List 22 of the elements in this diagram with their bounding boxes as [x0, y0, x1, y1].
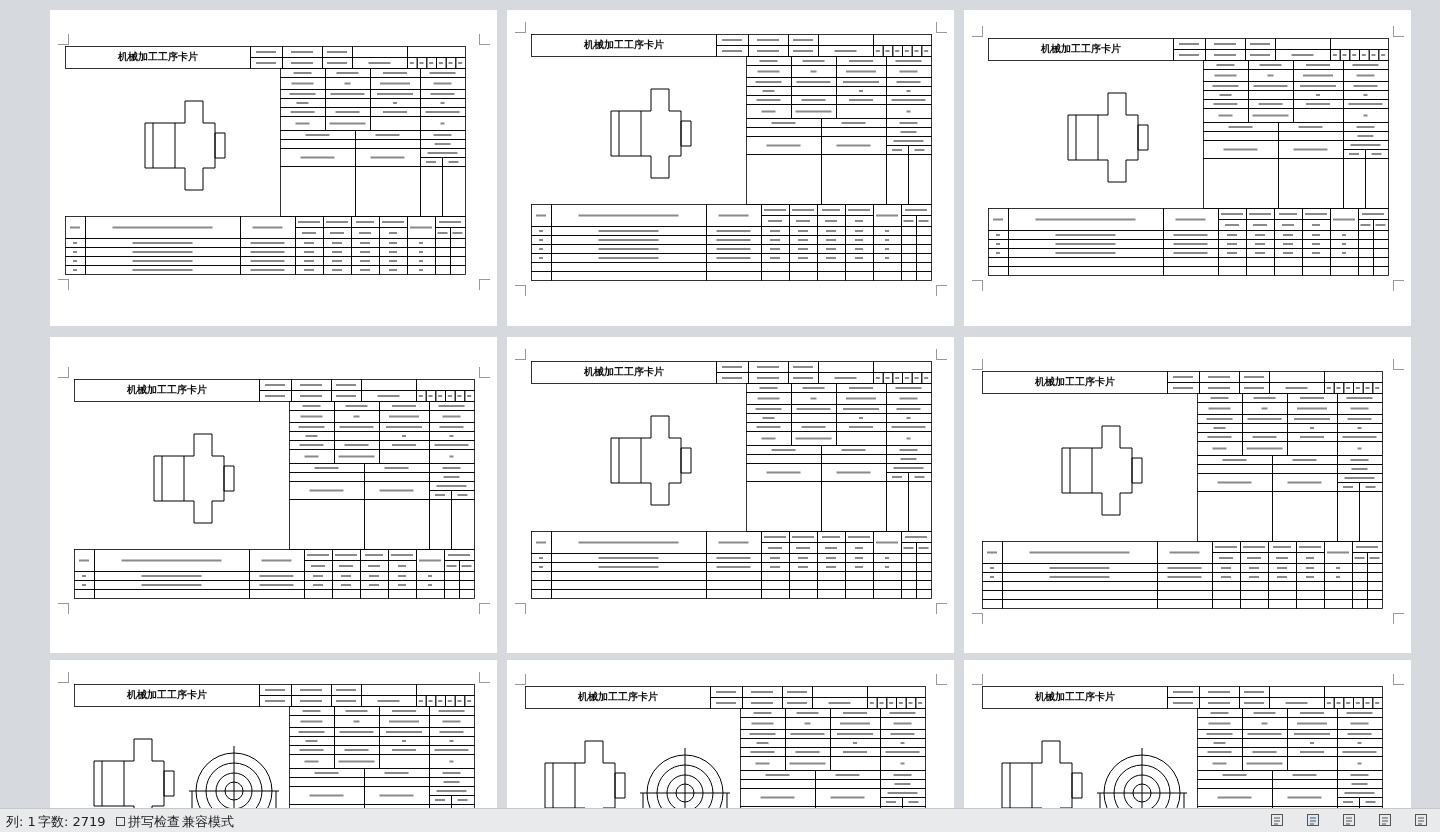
card-title: 机械加工工序卡片 — [1034, 375, 1115, 389]
document-page — [964, 337, 1411, 653]
document-page — [964, 10, 1411, 326]
card-title: 机械加工工序卡片 — [583, 38, 664, 52]
status-text: 兼容模式 — [182, 813, 234, 831]
document-page — [507, 10, 954, 326]
document-page — [507, 337, 954, 653]
card-title: 机械加工工序卡片 — [583, 365, 664, 379]
card-title: 机械加工工序卡片 — [126, 383, 207, 397]
document-page — [964, 660, 1411, 808]
document-page — [50, 660, 497, 808]
card-title: 机械加工工序卡片 — [126, 688, 207, 702]
card-title: 机械加工工序卡片 — [1040, 42, 1121, 56]
document-page — [50, 10, 497, 326]
status-text: 字数: 2719 — [38, 813, 106, 831]
card-title: 机械加工工序卡片 — [577, 690, 658, 704]
card-title: 机械加工工序卡片 — [1034, 690, 1115, 704]
status-text: 拼写检查 — [128, 813, 180, 831]
status-text: 列: 1 — [6, 813, 36, 831]
document-page — [50, 337, 497, 653]
card-title: 机械加工工序卡片 — [117, 50, 198, 64]
document-page — [507, 660, 954, 808]
